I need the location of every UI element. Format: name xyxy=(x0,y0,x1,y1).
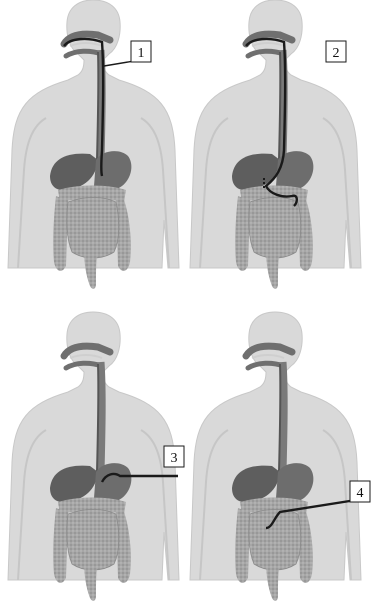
figure-label-1: 1 xyxy=(138,46,145,61)
figure-4 xyxy=(190,312,361,601)
callout-3: 3 xyxy=(164,446,184,467)
figure-1 xyxy=(8,0,179,289)
figure-label-3: 3 xyxy=(171,451,178,466)
callout-4: 4 xyxy=(350,481,370,502)
figure-label-2: 2 xyxy=(333,46,340,61)
figure-label-4: 4 xyxy=(357,486,364,501)
figure-3 xyxy=(8,312,179,601)
callout-2: 2 xyxy=(326,41,346,62)
